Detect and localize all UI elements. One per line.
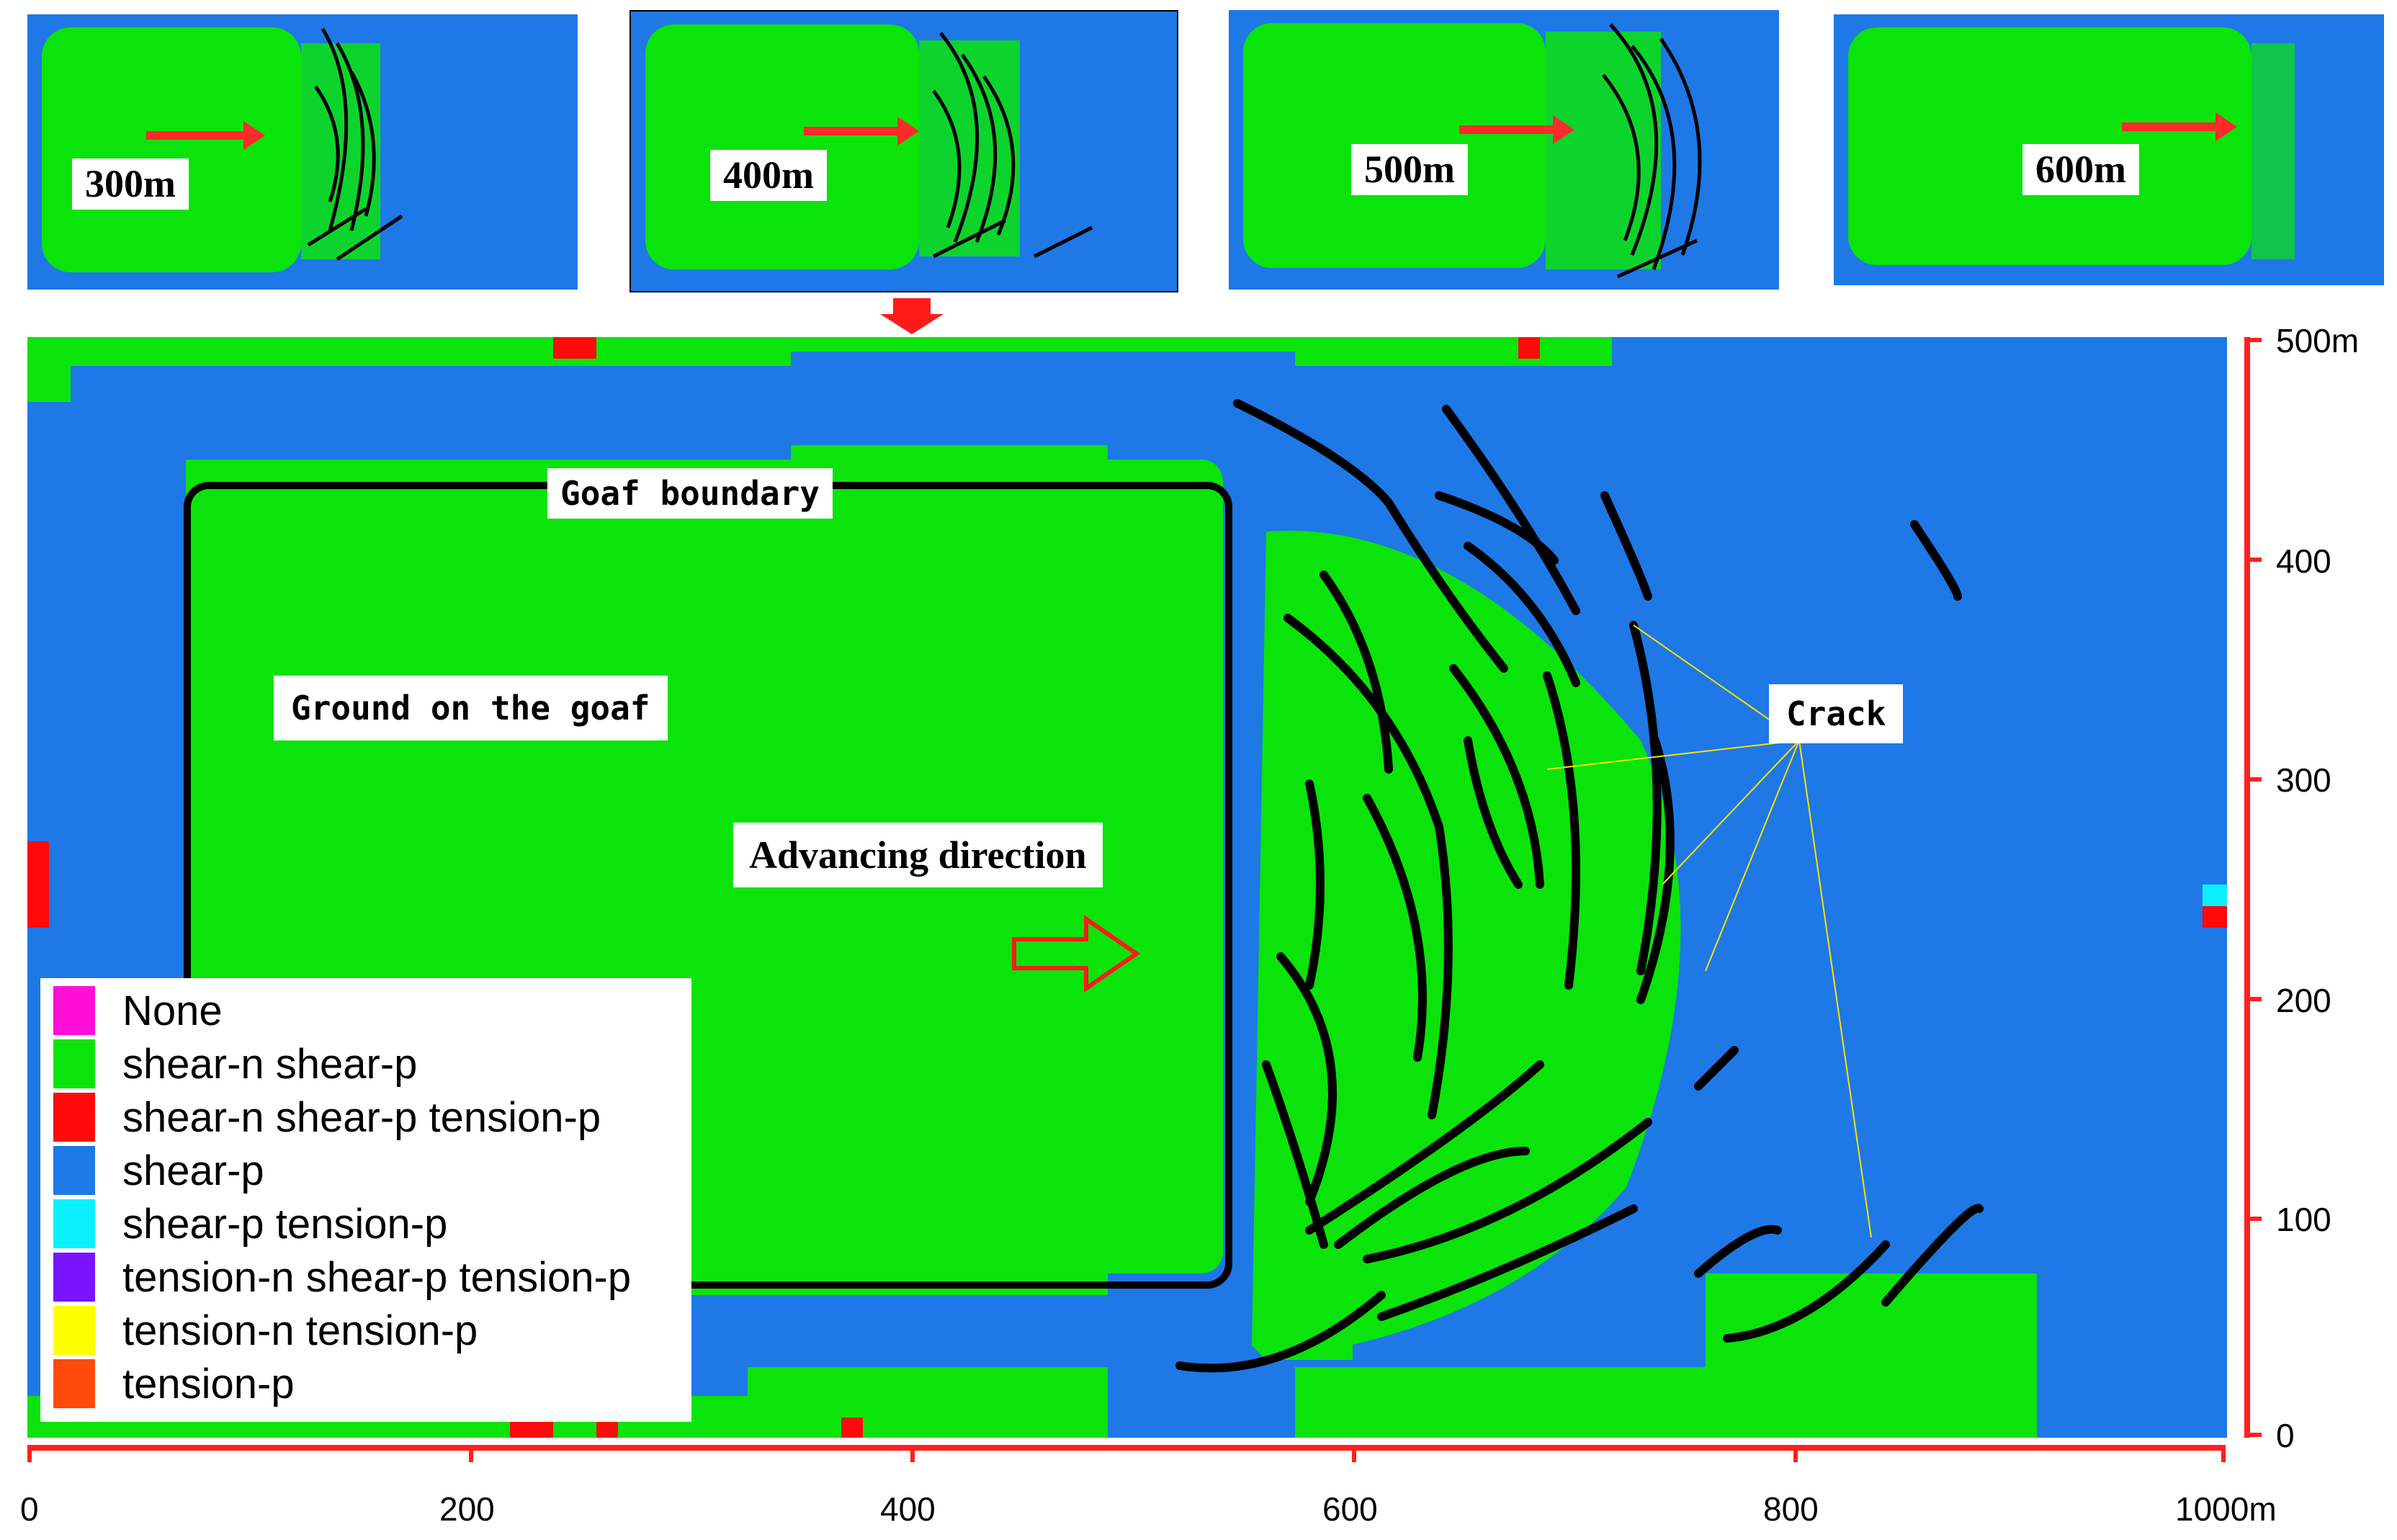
legend-swatch — [53, 1306, 95, 1355]
legend-label: tension-p — [122, 1360, 295, 1407]
x-tick-label: 200 — [439, 1490, 495, 1528]
thumbnail-map — [631, 12, 1177, 291]
thumbnail-label: 500m — [1351, 144, 1468, 196]
legend-swatch — [53, 1039, 95, 1088]
legend-item: tension-n shear-p tension-p — [53, 1252, 631, 1302]
legend-label: shear-p tension-p — [122, 1200, 448, 1248]
advancing-direction-label: Advancing direction — [733, 823, 1103, 887]
legend-label: shear-p — [122, 1147, 264, 1194]
thumbnail-map — [27, 14, 578, 290]
legend: None shear-n shear-p shear-n shear-p ten… — [40, 978, 691, 1422]
ground-on-goaf-label: Ground on the goaf — [274, 676, 668, 740]
crack-label: Crack — [1769, 684, 1904, 743]
legend-label: shear-n shear-p tension-p — [122, 1093, 601, 1141]
legend-item: tension-n tension-p — [53, 1305, 478, 1356]
legend-item: shear-n shear-p tension-p — [53, 1092, 601, 1142]
y-tick-label: 200 — [2276, 982, 2331, 1019]
thumbnail-label: 300m — [72, 158, 189, 210]
legend-label: shear-n shear-p — [122, 1040, 418, 1088]
goaf-boundary-label: Goaf boundary — [547, 468, 833, 519]
thumbnail-500m: 500m — [1229, 10, 1779, 290]
thumbnail-300m: 300m — [27, 14, 578, 290]
thumbnail-label: 600m — [2022, 144, 2139, 196]
thumbnail-600m: 600m — [1834, 14, 2384, 285]
legend-label: None — [122, 987, 223, 1034]
x-tick-label: 800 — [1763, 1490, 1819, 1528]
legend-swatch — [53, 1093, 95, 1142]
y-tick-label: 400 — [2276, 542, 2331, 580]
legend-label: tension-n shear-p tension-p — [122, 1253, 632, 1301]
x-tick-label: 1000m — [2175, 1490, 2277, 1528]
y-tick-label: 300 — [2276, 761, 2331, 799]
x-tick-label: 400 — [880, 1490, 936, 1528]
legend-swatch — [53, 1253, 95, 1302]
legend-item: shear-n shear-p — [53, 1039, 417, 1089]
y-tick-label: 100 — [2276, 1201, 2331, 1238]
thumbnail-400m: 400m — [630, 10, 1178, 292]
legend-item: tension-p — [53, 1358, 295, 1409]
y-tick-label: 0 — [2276, 1417, 2295, 1454]
down-arrow-icon — [880, 298, 944, 334]
legend-label: tension-n tension-p — [122, 1307, 478, 1354]
legend-swatch — [53, 1359, 95, 1408]
legend-item: None — [53, 985, 223, 1036]
x-tick-label: 0 — [20, 1490, 39, 1528]
legend-item: shear-p tension-p — [53, 1199, 447, 1249]
legend-swatch — [53, 1199, 95, 1248]
legend-swatch — [53, 1146, 95, 1195]
legend-swatch — [53, 986, 95, 1035]
thumbnail-label: 400m — [710, 150, 827, 202]
y-tick-label: 500m — [2276, 322, 2360, 359]
legend-item: shear-p — [53, 1145, 264, 1196]
x-tick-label: 600 — [1322, 1490, 1378, 1528]
